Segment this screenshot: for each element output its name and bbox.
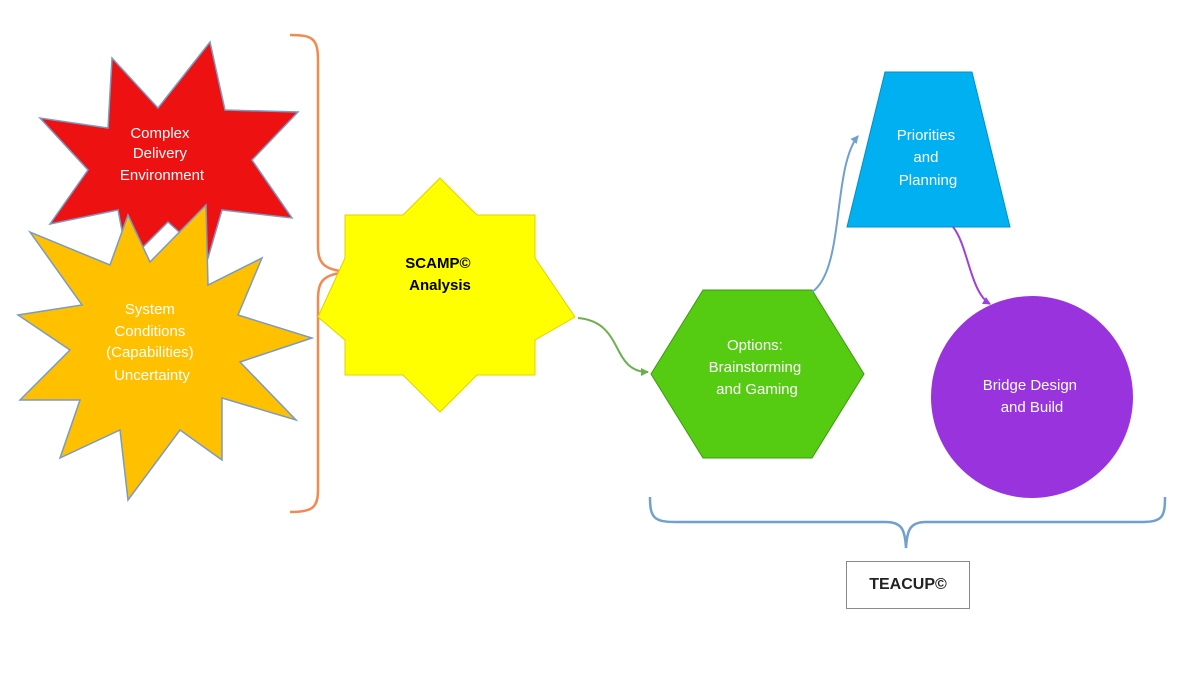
scamp-star-shape bbox=[317, 177, 576, 413]
bridge-node: Bridge Design and Build bbox=[931, 296, 1133, 498]
system-conditions-node: System Conditions (Capabilities) Uncerta… bbox=[15, 203, 315, 502]
bridge-circle-shape bbox=[931, 296, 1133, 498]
complex-delivery-label: Complex Delivery Environment bbox=[120, 125, 205, 184]
options-label: Options: Brainstorming and Gaming bbox=[709, 337, 806, 398]
system-conditions-label: System Conditions (Capabilities) Uncerta… bbox=[106, 301, 198, 384]
scamp-node: SCAMP© Analysis bbox=[317, 177, 576, 413]
scamp-label: SCAMP© Analysis bbox=[405, 255, 474, 294]
priorities-label: Priorities and Planning bbox=[897, 127, 960, 189]
options-hexagon-shape bbox=[650, 289, 865, 459]
connector-scamp-to-options bbox=[577, 317, 649, 376]
bridge-label: Bridge Design and Build bbox=[983, 377, 1081, 416]
system-conditions-explosion-shape bbox=[15, 203, 315, 502]
priorities-node: Priorities and Planning bbox=[846, 71, 1011, 228]
priorities-trapezoid-shape bbox=[846, 71, 1011, 228]
options-node: Options: Brainstorming and Gaming bbox=[650, 289, 865, 459]
teacup-label: TEACUP© bbox=[869, 576, 947, 593]
complex-delivery-node: Complex Delivery Environment bbox=[38, 40, 300, 264]
connector-options-to-priorities bbox=[811, 135, 859, 293]
teacup-label-box: TEACUP© bbox=[846, 561, 970, 609]
teacup-group-brace bbox=[648, 496, 1167, 549]
connector-priorities-to-bridge bbox=[952, 226, 991, 305]
